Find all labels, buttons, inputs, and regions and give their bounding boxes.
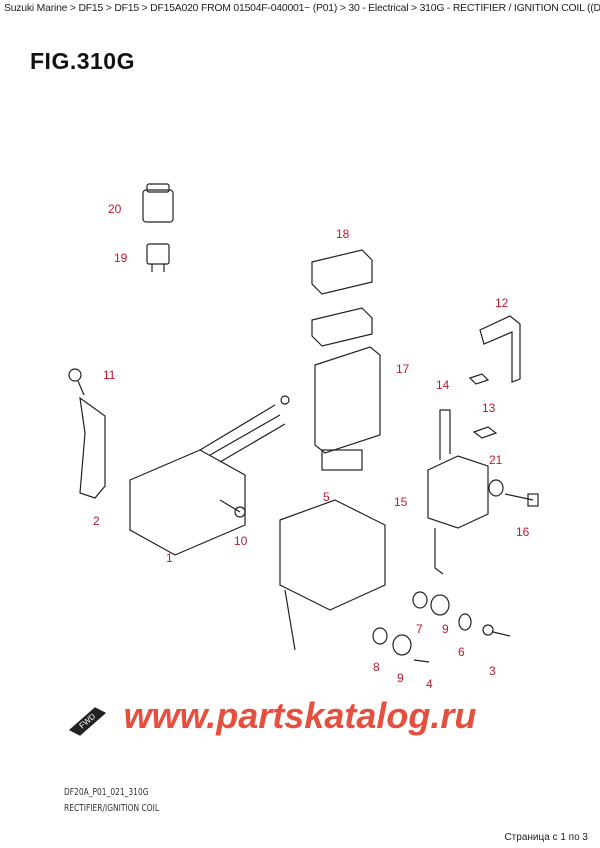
callout: 3 <box>489 664 496 678</box>
callout: 9 <box>442 622 449 636</box>
grommets-8-9-4[interactable] <box>372 627 430 663</box>
callout: 11 <box>103 368 116 382</box>
callout: 12 <box>495 296 509 310</box>
rectifier-1[interactable] <box>129 395 290 556</box>
callout: 2 <box>93 514 100 528</box>
callout-labels: 20 19 18 12 17 11 14 13 21 5 2 15 16 10 … <box>77 202 529 730</box>
fwd-arrow <box>68 707 107 736</box>
ignition-coil-15[interactable] <box>427 409 489 575</box>
clamp-14[interactable] <box>468 373 490 385</box>
footer-name: RECTIFIER/IGNITION COIL <box>64 803 160 814</box>
callout: 16 <box>516 525 530 539</box>
callout: 5 <box>323 490 330 504</box>
callout: 6 <box>458 645 465 659</box>
bracket-2[interactable] <box>79 396 106 499</box>
callout: 10 <box>234 534 248 548</box>
callout: 17 <box>396 362 410 376</box>
clamp-13[interactable] <box>472 426 498 439</box>
callout: 15 <box>394 495 408 509</box>
relay-19[interactable] <box>146 243 170 272</box>
callout: 21 <box>489 453 503 467</box>
page-count: Страница с 1 по 3 <box>504 832 588 843</box>
plug-cap-12[interactable] <box>479 315 521 383</box>
callout: 13 <box>482 401 496 415</box>
breadcrumb[interactable]: Suzuki Marine > DF15 > DF15 > DF15A020 F… <box>4 3 600 14</box>
cover-18[interactable] <box>311 249 373 347</box>
callout: 18 <box>336 227 350 241</box>
bolt-10[interactable] <box>219 499 246 518</box>
callout: 20 <box>108 202 122 216</box>
callout: 9 <box>397 671 404 685</box>
washer-21[interactable] <box>488 479 504 497</box>
callout: 1 <box>166 551 173 565</box>
callout: 8 <box>373 660 380 674</box>
footer-code: DF20A_P01_021_310G <box>64 787 149 798</box>
callout: 19 <box>114 251 128 265</box>
callout: 7 <box>416 622 423 636</box>
bolt-16[interactable] <box>504 493 539 507</box>
watermark: www.partskatalog.ru <box>123 695 477 736</box>
relay-20[interactable] <box>142 183 174 223</box>
grommets-7-9-6[interactable] <box>412 591 472 631</box>
bolt-3[interactable] <box>482 624 511 637</box>
ecu-17[interactable] <box>314 346 381 471</box>
callout: 14 <box>436 378 450 392</box>
callout: 4 <box>426 677 433 691</box>
figure-title: FIG.310G <box>30 48 135 74</box>
holder-5[interactable] <box>279 499 386 651</box>
bolt-11[interactable] <box>68 368 85 396</box>
